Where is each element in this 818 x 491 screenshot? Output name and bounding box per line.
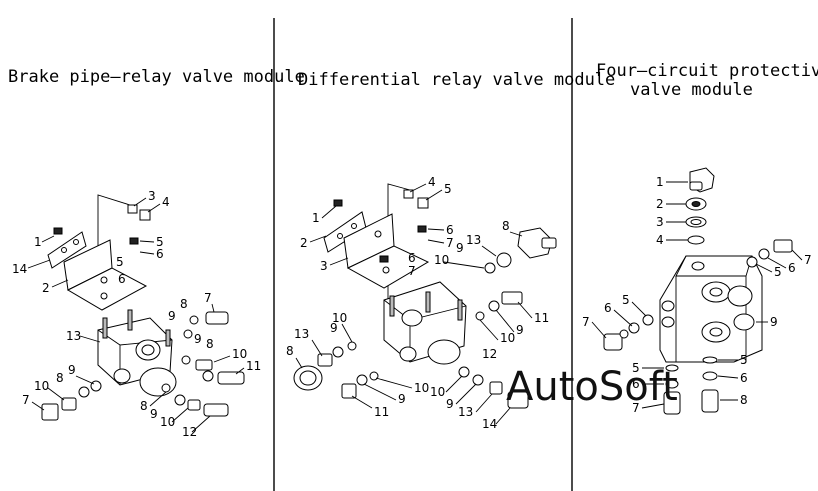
callout-number: 12 (482, 347, 497, 361)
callout-number: 4 (162, 195, 170, 209)
callout-number: 8 (206, 337, 214, 351)
four-circuit-module-drawing (603, 167, 793, 415)
callout-number: 1 (312, 211, 320, 225)
callout-number: 9 (168, 309, 176, 323)
callout-number: 4 (656, 233, 664, 247)
callout-number: 6 (604, 301, 612, 315)
four-circuit-module-title-line1: Four—circuit protective (596, 61, 818, 81)
callout-number: 1 (34, 235, 42, 249)
callout-number: 7 (22, 393, 30, 407)
callout-number: 13 (458, 405, 473, 419)
callout-number: 8 (740, 393, 748, 407)
four-circuit-module-title-line2: valve module (630, 80, 753, 100)
callout-number: 5 (156, 235, 164, 249)
differential-callouts: 1 2 3 4 5 6 7 6 7 13 8 9 10 10 11 9 10 1… (286, 175, 549, 431)
callout-number: 8 (140, 399, 148, 413)
callout-number: 10 (34, 379, 49, 393)
callout-number: 7 (804, 253, 812, 267)
brake-module-drawing (41, 194, 245, 421)
watermark: AutoSoft (506, 364, 678, 410)
callout-number: 6 (156, 247, 164, 261)
callout-number: 10 (430, 385, 445, 399)
callout-number: 7 (632, 401, 640, 415)
callout-number: 6 (118, 272, 126, 286)
callout-number: 13 (294, 327, 309, 341)
callout-number: 7 (582, 315, 590, 329)
callout-number: 6 (740, 371, 748, 385)
differential-module-title: Differential relay valve module (298, 70, 615, 90)
callout-number: 7 (408, 264, 416, 278)
callout-number: 2 (42, 281, 50, 295)
callout-number: 9 (150, 407, 158, 421)
callout-number: 5 (622, 293, 630, 307)
callout-number: 8 (502, 219, 510, 233)
callout-number: 9 (770, 315, 778, 329)
callout-number: 14 (12, 262, 27, 276)
callout-number: 3 (148, 189, 156, 203)
callout-number: 5 (774, 265, 782, 279)
differential-module-drawing (293, 183, 557, 409)
callout-number: 1 (656, 175, 664, 189)
callout-number: 2 (656, 197, 664, 211)
callout-number: 13 (466, 233, 481, 247)
callout-number: 9 (330, 321, 338, 335)
callout-number: 5 (740, 353, 748, 367)
four-circuit-callouts: 1 2 3 4 7 6 5 5 6 7 9 5 6 7 5 6 8 (582, 175, 812, 415)
brake-callouts: 1 14 2 3 4 5 6 5 6 13 8 9 7 8 9 10 11 9 … (12, 189, 261, 439)
callout-number: 11 (534, 311, 549, 325)
callout-number: 9 (68, 363, 76, 377)
callout-number: 9 (516, 323, 524, 337)
brake-module-title: Brake pipe—relay valve module (8, 67, 305, 87)
callout-number: 5 (632, 361, 640, 375)
callout-number: 8 (180, 297, 188, 311)
callout-number: 10 (160, 415, 175, 429)
callout-number: 13 (66, 329, 81, 343)
callout-number: 5 (444, 182, 452, 196)
callout-number: 6 (446, 223, 454, 237)
callout-number: 9 (194, 332, 202, 346)
callout-number: 6 (632, 377, 640, 391)
callout-number: 10 (232, 347, 247, 361)
callout-number: 4 (428, 175, 436, 189)
callout-number: 14 (482, 417, 497, 431)
callout-number: 3 (320, 259, 328, 273)
callout-number: 10 (414, 381, 429, 395)
callout-number: 8 (56, 371, 64, 385)
callout-number: 9 (446, 397, 454, 411)
callout-number: 6 (788, 261, 796, 275)
callout-number: 9 (398, 392, 406, 406)
callout-number: 8 (286, 344, 294, 358)
callout-number: 10 (500, 331, 515, 345)
callout-number: 11 (374, 405, 389, 419)
callout-number: 10 (332, 311, 347, 325)
callout-number: 7 (446, 236, 454, 250)
callout-number: 3 (656, 215, 664, 229)
callout-number: 6 (408, 251, 416, 265)
callout-number: 10 (434, 253, 449, 267)
callout-number: 9 (456, 241, 464, 255)
callout-number: 7 (204, 291, 212, 305)
callout-number: 2 (300, 236, 308, 250)
callout-number: 12 (182, 425, 197, 439)
callout-number: 11 (246, 359, 261, 373)
callout-number: 5 (116, 255, 124, 269)
